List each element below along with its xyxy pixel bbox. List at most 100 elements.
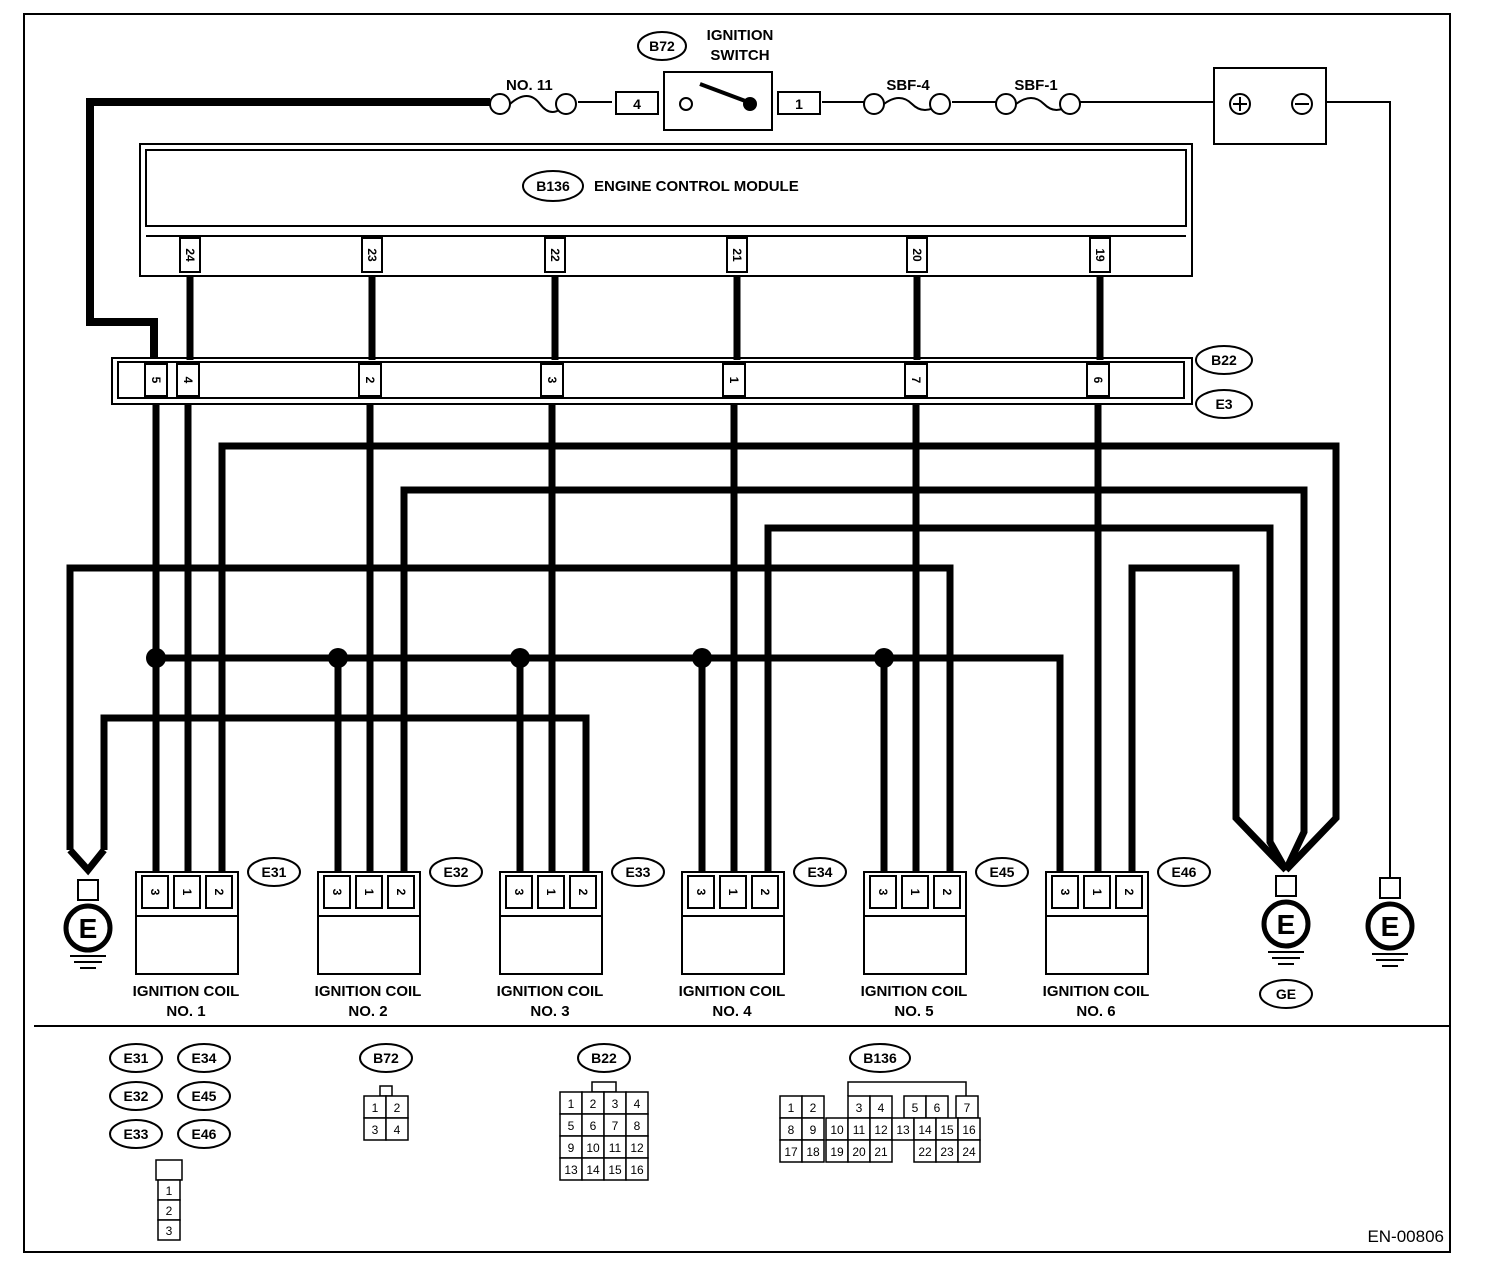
sbf1-terminal-left [995, 93, 1017, 115]
b22-pin-10: 10 [586, 1141, 600, 1155]
b136-pin-13: 13 [896, 1123, 910, 1137]
junction-connector [111, 357, 1193, 405]
sbf4-terminal-right [929, 93, 951, 115]
svg-text:22: 22 [548, 248, 562, 262]
ecm-pin-19: 19 [1089, 237, 1111, 273]
b22-pin-1: 1 [568, 1097, 575, 1111]
connector-code-e33-badge [109, 1119, 163, 1149]
diagram-frame [23, 13, 1451, 1253]
coil-code-1: E31 [262, 864, 287, 880]
svg-text:3: 3 [545, 377, 559, 384]
connector-code-e34: E34 [192, 1050, 217, 1066]
b136-pin-2: 2 [810, 1101, 817, 1115]
b136-pin-7: 7 [964, 1101, 971, 1115]
ground-ge [1261, 875, 1311, 965]
coil-number-6: NO. 6 [1076, 1003, 1115, 1020]
ignition-switch-pin-out: 1 [795, 96, 803, 112]
fuse-no11-label: NO. 11 [506, 77, 553, 94]
battery [1213, 67, 1327, 145]
svg-text:21: 21 [730, 248, 744, 262]
sbf4-label: SBF-4 [886, 77, 930, 94]
ecm-pin-23: 23 [361, 237, 383, 273]
svg-text:7: 7 [909, 377, 923, 384]
b136-pin-4: 4 [878, 1101, 885, 1115]
ignition-switch-label-2: SWITCH [710, 47, 769, 64]
svg-text:2: 2 [212, 889, 226, 896]
b22-pin-12: 12 [630, 1141, 644, 1155]
svg-text:20: 20 [910, 248, 924, 262]
junction-code-top-badge [1195, 345, 1253, 375]
battery-ground-wire [1326, 101, 1391, 878]
coil-connector-pin-1: 1 [166, 1184, 173, 1198]
ecm-pins: 24 23 22 21 20 19 [179, 237, 1111, 273]
ground-battery [1365, 877, 1415, 967]
b22-pin-6: 6 [590, 1119, 597, 1133]
b22-pin-13: 13 [564, 1163, 578, 1177]
coil-code-3: E33 [626, 864, 651, 880]
b136-pin-24: 24 [962, 1145, 976, 1159]
svg-text:5: 5 [149, 377, 163, 384]
connector-code-e45-badge [177, 1081, 231, 1111]
b136-pin-20: 20 [852, 1145, 866, 1159]
junction-code-bottom: E3 [1215, 396, 1232, 412]
b72-pin-3: 3 [372, 1123, 379, 1137]
b136-pin-10: 10 [830, 1123, 844, 1137]
connector-code-b136: B136 [863, 1050, 897, 1066]
b136-pin-23: 23 [940, 1145, 954, 1159]
battery-positive-terminal [1229, 93, 1251, 115]
connector-code-e32-badge [109, 1081, 163, 1111]
junction-pin-7: 7 [904, 363, 928, 397]
b136-pin-17: 17 [784, 1145, 798, 1159]
svg-text:1: 1 [908, 889, 922, 896]
svg-text:1: 1 [180, 889, 194, 896]
ecm-pin-24: 24 [179, 237, 201, 273]
svg-text:3: 3 [148, 889, 162, 896]
b22-pin-5: 5 [568, 1119, 575, 1133]
junction-pin-4: 4 [176, 363, 200, 397]
ignition-switch-pin1-box [777, 91, 821, 115]
fuse-no11-terminal-right [555, 93, 577, 115]
junction-pin-1: 1 [722, 363, 746, 397]
svg-text:2: 2 [576, 889, 590, 896]
ignition-switch-contact-left [679, 97, 693, 111]
b22-pin-11: 11 [609, 1141, 622, 1155]
b22-pin-15: 15 [608, 1163, 622, 1177]
ecm-pin-20: 20 [906, 237, 928, 273]
svg-text:1: 1 [726, 889, 740, 896]
svg-text:3: 3 [330, 889, 344, 896]
ignition-switch-code: B72 [649, 38, 675, 54]
b136-pin-1: 1 [788, 1101, 795, 1115]
sbf1-label: SBF-1 [1014, 77, 1057, 94]
ecm-label: ENGINE CONTROL MODULE [594, 178, 799, 195]
junction-pin-6: 6 [1086, 363, 1110, 397]
coil-code-5: E45 [990, 864, 1015, 880]
coil-code-2: E32 [444, 864, 469, 880]
coil-label-4: IGNITION COIL [679, 983, 786, 1000]
b72-pin-2: 2 [394, 1101, 401, 1115]
coil-label-2: IGNITION COIL [315, 983, 422, 1000]
b136-pin-8: 8 [788, 1123, 795, 1137]
ecm-pin-22: 22 [544, 237, 566, 273]
svg-text:24: 24 [183, 248, 197, 262]
connector-code-b22-badge [577, 1043, 631, 1073]
connector-code-b22: B22 [591, 1050, 617, 1066]
ground-battery-symbol: E [1381, 911, 1400, 942]
sbf1-terminal-right [1059, 93, 1081, 115]
harness-wires [66, 276, 1340, 876]
junction-pin-5: 5 [144, 363, 168, 397]
b136-pin-14: 14 [918, 1123, 932, 1137]
ignition-switch-pin4-box [615, 91, 659, 115]
connector-code-b72-badge [359, 1043, 413, 1073]
junction-code-top: B22 [1211, 352, 1237, 368]
connector-code-e46-badge [177, 1119, 231, 1149]
b136-pin-11: 11 [853, 1123, 866, 1137]
svg-text:3: 3 [1058, 889, 1072, 896]
connector-code-e32: E32 [124, 1088, 149, 1104]
b136-pin-15: 15 [940, 1123, 954, 1137]
b136-pin-12: 12 [874, 1123, 888, 1137]
coil-number-4: NO. 4 [712, 1003, 752, 1020]
